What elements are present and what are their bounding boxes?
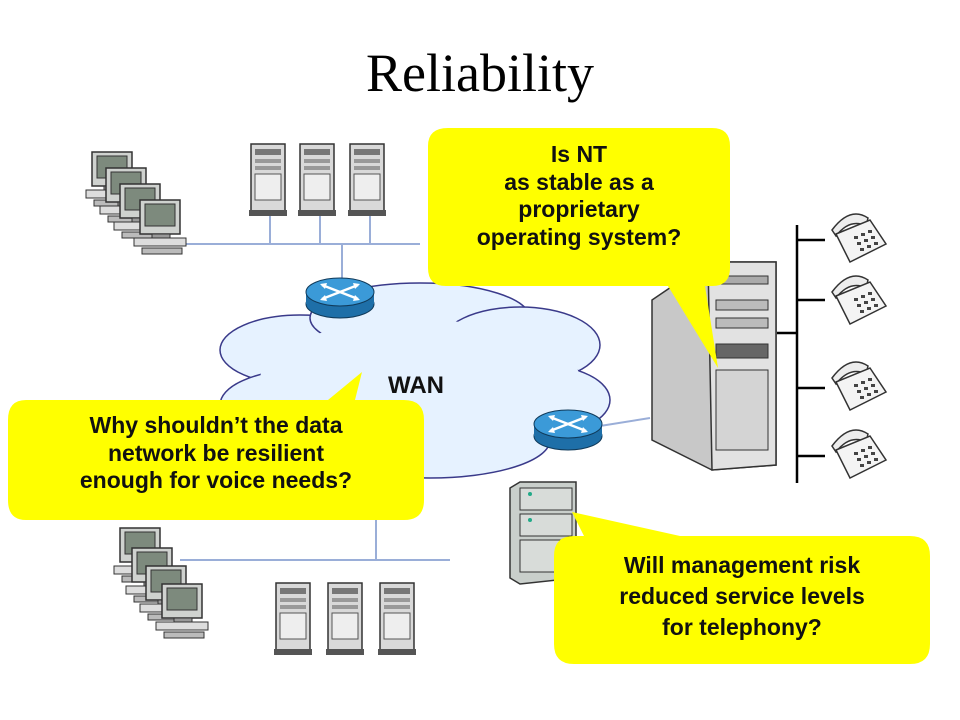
telephone-group	[831, 213, 887, 479]
bottom-pc-group	[113, 527, 209, 639]
server-icon	[273, 582, 313, 656]
server-icon	[377, 582, 417, 656]
top-pc-group	[85, 151, 187, 255]
top-lan-segment	[185, 216, 420, 292]
router-icon	[532, 408, 604, 452]
pbx-link	[599, 417, 651, 427]
callout-line: as stable as a	[504, 168, 654, 195]
server-icon	[248, 143, 288, 217]
callout-line: Is NT	[550, 141, 608, 167]
management-server-icon	[509, 481, 577, 585]
nt-callout-bubble	[428, 128, 730, 368]
top-server-group	[248, 143, 387, 217]
desktop-pc-icon	[155, 583, 209, 639]
bottom-server-group	[273, 582, 417, 656]
bottom-lan-segment	[180, 520, 450, 561]
wan-label: WAN	[388, 372, 444, 399]
server-icon	[347, 143, 387, 217]
callout-line: Will management risk	[623, 552, 861, 578]
callout-line: reduced service levels	[619, 583, 865, 610]
phone-line	[777, 225, 825, 483]
server-icon	[325, 582, 365, 656]
callout-line: operating system?	[476, 223, 682, 250]
callout-line: Why shouldn’t the data	[89, 412, 343, 438]
data-network-callout-text: Why shouldn’t the data network be resili…	[8, 412, 424, 495]
server-icon	[297, 143, 337, 217]
management-callout-bubble	[554, 512, 930, 664]
nt-callout-text: Is NT as stable as a proprietary operati…	[428, 141, 730, 251]
router-icon	[304, 276, 376, 320]
desktop-pc-icon	[133, 199, 187, 255]
callout-line: proprietary	[518, 196, 640, 223]
management-callout-text: Will management risk reduced service lev…	[554, 550, 930, 643]
telephone-icon	[831, 213, 887, 263]
telephone-icon	[831, 361, 887, 411]
slide-title: Reliability	[366, 43, 594, 103]
callout-line: enough for voice needs?	[79, 467, 353, 494]
callout-line: for telephony?	[662, 614, 822, 641]
pbx-tower-icon	[651, 261, 777, 471]
telephone-icon	[831, 275, 887, 325]
telephone-icon	[831, 429, 887, 479]
callout-line: network be resilient	[107, 439, 324, 466]
data-network-callout-bubble	[8, 372, 424, 520]
